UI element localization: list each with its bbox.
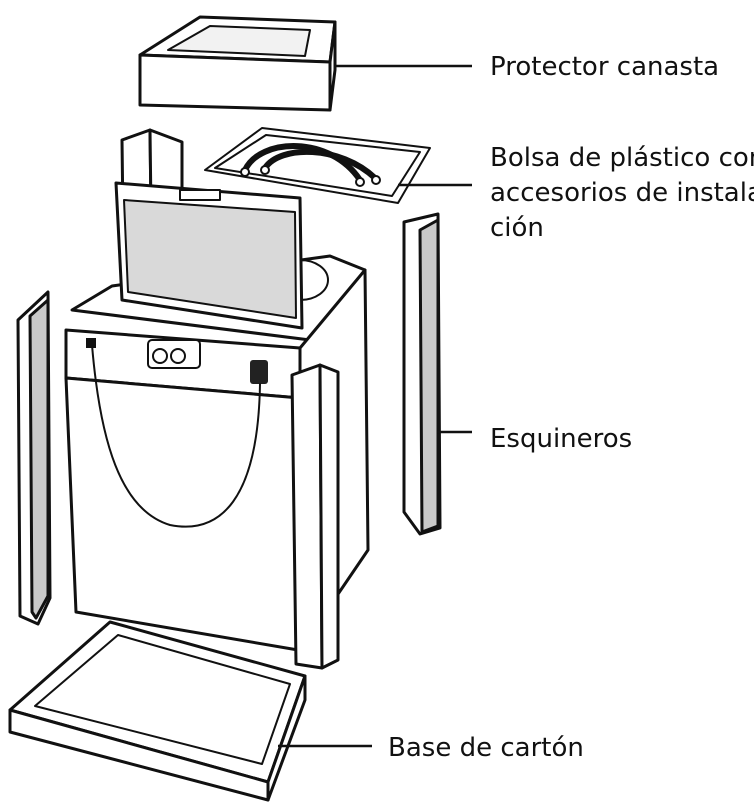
label-plastic-bag-line3: ción (490, 213, 544, 243)
label-plastic-bag-line1: Bolsa de plástico con (490, 143, 754, 173)
plastic-bag-accessories (204, 127, 431, 204)
corner-protector-front-right (290, 363, 340, 670)
label-cardboard-base: Base de cartón (388, 733, 584, 763)
label-plastic-bag-line2: accesorios de instala- (490, 178, 754, 208)
washer-body (64, 181, 370, 652)
cardboard-base (8, 620, 307, 802)
basket-protector (138, 15, 337, 112)
label-corner-protectors: Esquineros (490, 424, 633, 454)
label-basket-protector: Protector canasta (490, 52, 720, 82)
corner-protector-left (16, 290, 52, 626)
corner-protector-right (402, 212, 442, 536)
